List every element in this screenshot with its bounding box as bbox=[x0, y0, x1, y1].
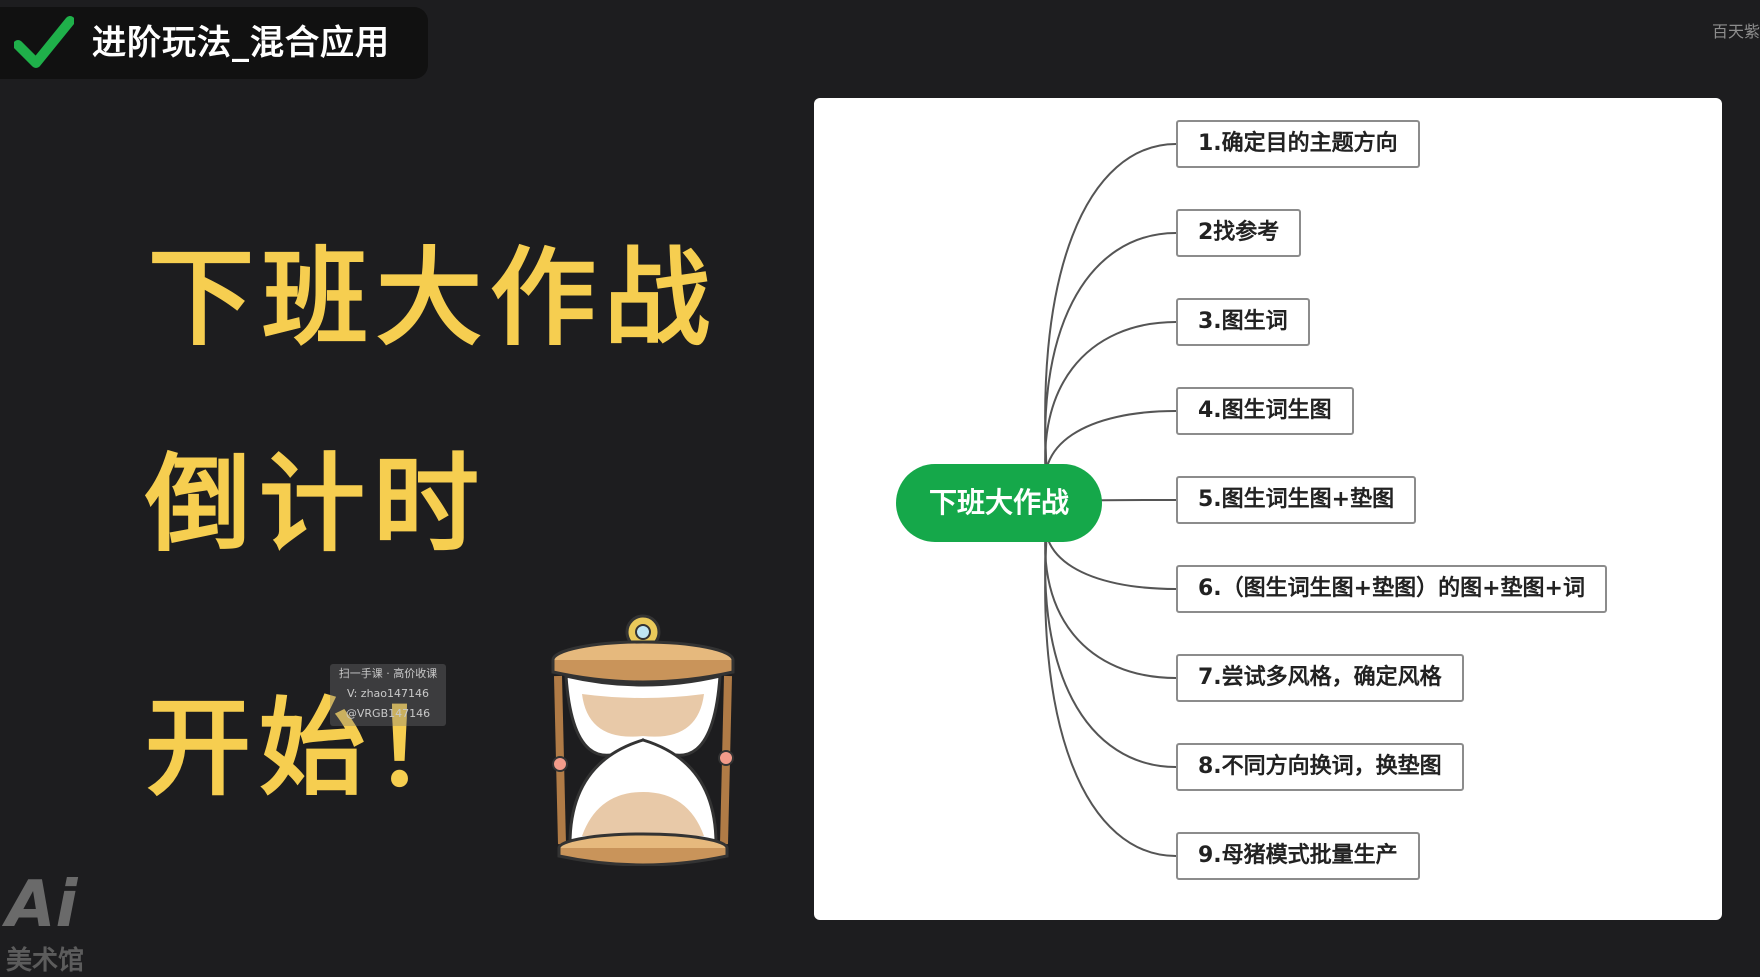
headline-line-3: 开始！ bbox=[145, 687, 487, 810]
mindmap-branch-node: 2找参考 bbox=[1176, 209, 1302, 257]
brand-logo: Ai bbox=[6, 868, 78, 942]
mindmap-branch-node: 7.尝试多风格，确定风格 bbox=[1176, 654, 1464, 702]
hourglass-icon bbox=[551, 614, 735, 866]
headline-line-1: 下班大作战 bbox=[148, 237, 718, 360]
checkmark-icon bbox=[14, 16, 74, 68]
mindmap-branch-node: 4.图生词生图 bbox=[1176, 387, 1354, 435]
mindmap-branch-node: 3.图生词 bbox=[1176, 298, 1310, 346]
mindmap-connector bbox=[1044, 232, 1177, 504]
mindmap-branch-node: 1.确定目的主题方向 bbox=[1176, 120, 1420, 168]
watermark-line: @VRGB147146 bbox=[345, 707, 431, 720]
mindmap-connector bbox=[1044, 321, 1177, 504]
mindmap-branch-node: 6.（图生词生图+垫图）的图+垫图+词 bbox=[1176, 565, 1607, 613]
mindmap-branch-node: 8.不同方向换词，换垫图 bbox=[1176, 743, 1464, 791]
mindmap-root-node: 下班大作战 bbox=[896, 464, 1102, 542]
mindmap-branch-node: 9.母猪模式批量生产 bbox=[1176, 832, 1420, 880]
channel-watermark: 扫一手课 · 高价收课 V: zhao147146 @VRGB147146 bbox=[330, 664, 446, 726]
corner-watermark: 百天紫 bbox=[1711, 22, 1760, 41]
watermark-line: 扫一手课 · 高价收课 bbox=[338, 667, 438, 680]
watermark-line: V: zhao147146 bbox=[346, 687, 430, 700]
mindmap-connector bbox=[1044, 502, 1177, 857]
headline-line-2: 倒计时 bbox=[145, 443, 487, 566]
badge-title: 进阶玩法_混合应用 bbox=[92, 23, 390, 63]
title-badge: 进阶玩法_混合应用 bbox=[0, 7, 428, 79]
brand-logo-subtitle: 美术馆 bbox=[6, 946, 85, 976]
mindmap-branch-node: 5.图生词生图+垫图 bbox=[1176, 476, 1417, 524]
mindmap-connector bbox=[1044, 502, 1177, 768]
mindmap-panel: 下班大作战 1.确定目的主题方向 2找参考 3.图生词 4.图生词生图 5.图生词生图+… bbox=[814, 98, 1722, 920]
